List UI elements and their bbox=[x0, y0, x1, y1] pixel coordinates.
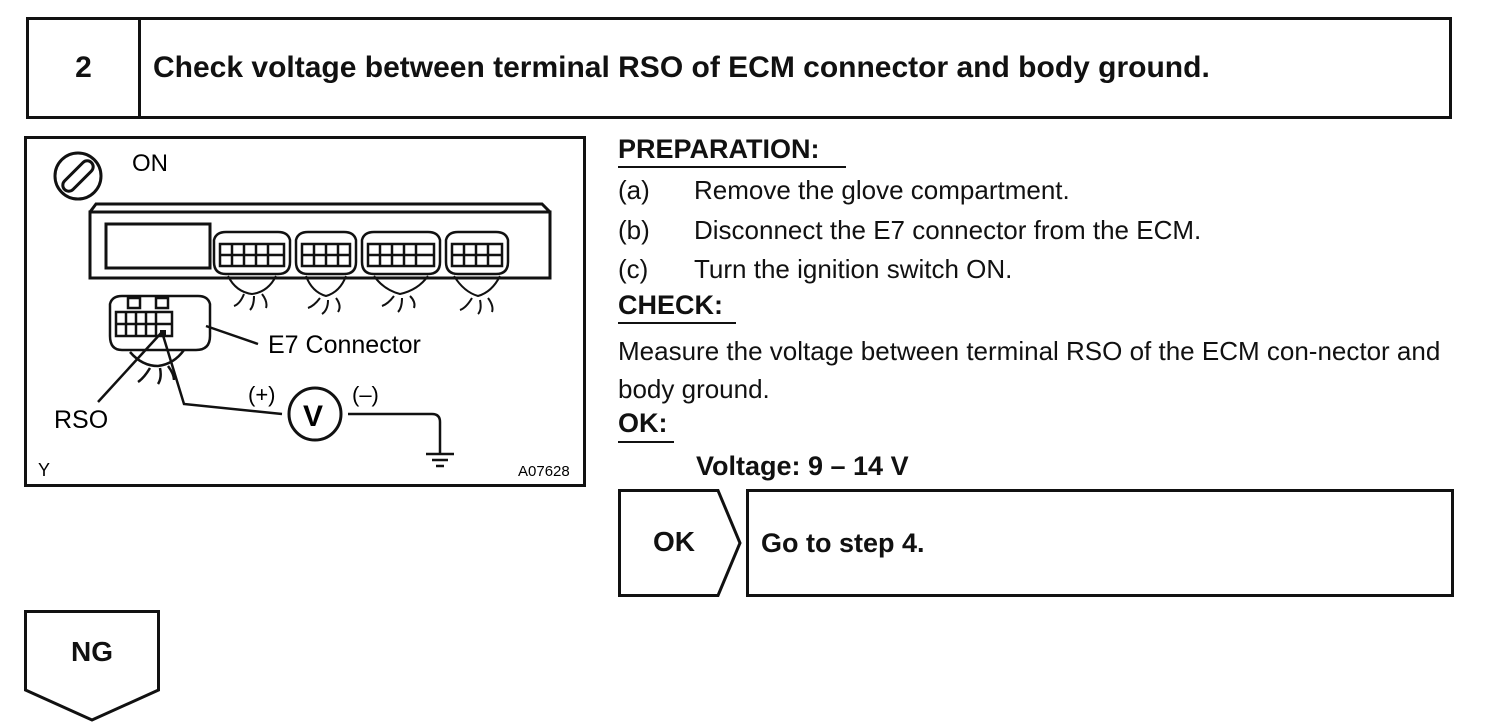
ok-result-label: OK bbox=[653, 526, 695, 557]
prep-step-label: (b) bbox=[618, 215, 650, 245]
ok-underline bbox=[618, 441, 674, 443]
positive-lead-label: (+) bbox=[248, 382, 276, 407]
prep-step-label: (a) bbox=[618, 175, 650, 205]
voltmeter-icon bbox=[287, 386, 343, 442]
prep-step-text: Turn the ignition switch ON. bbox=[694, 254, 1013, 284]
ignition-on-label: ON bbox=[132, 150, 168, 177]
ignition-key-icon bbox=[53, 151, 103, 201]
prep-step-b: (b) Disconnect the E7 connector from the … bbox=[618, 215, 1201, 246]
prep-step-c: (c) Turn the ignition switch ON. bbox=[618, 254, 1012, 285]
prep-step-text: Disconnect the E7 connector from the ECM… bbox=[694, 215, 1202, 245]
preparation-heading: PREPARATION: bbox=[618, 134, 820, 164]
prep-step-a: (a) Remove the glove compartment. bbox=[618, 175, 1070, 206]
figure-id: A07628 bbox=[518, 463, 570, 480]
ecm-diagram: ON E7 Connector RSO (+) (–) V Y A07628 bbox=[24, 136, 586, 487]
ok-arrow-shape bbox=[618, 489, 742, 597]
wiring-illustration: ON E7 Connector RSO (+) (–) V Y A07628 bbox=[24, 136, 586, 487]
check-heading: CHECK: bbox=[618, 290, 723, 320]
ng-result-label: NG bbox=[71, 636, 113, 667]
ok-action-text: Go to step 4. bbox=[761, 527, 925, 558]
negative-lead-label: (–) bbox=[352, 382, 379, 407]
ecm-unit bbox=[88, 202, 552, 315]
check-instruction: Measure the voltage between terminal RSO… bbox=[618, 336, 1441, 404]
check-underline bbox=[618, 322, 736, 324]
ok-heading: OK: bbox=[618, 408, 668, 438]
ng-arrow-shape bbox=[24, 610, 160, 722]
ok-action-box: Go to step 4. bbox=[746, 489, 1454, 597]
voltage-spec: Voltage: 9 – 14 V bbox=[696, 451, 909, 481]
e7-connector-label: E7 Connector bbox=[268, 331, 421, 359]
rso-terminal-label: RSO bbox=[54, 406, 108, 434]
voltmeter-label: V bbox=[303, 400, 323, 433]
prep-step-label: (c) bbox=[618, 254, 649, 284]
preparation-underline bbox=[618, 166, 846, 168]
step-title: Check voltage between terminal RSO of EC… bbox=[153, 51, 1210, 84]
prep-step-text: Remove the glove compartment. bbox=[694, 175, 1070, 205]
step-number: 2 bbox=[29, 20, 141, 116]
step-header: 2 Check voltage between terminal RSO of … bbox=[26, 17, 1452, 119]
corner-code: Y bbox=[38, 460, 50, 480]
